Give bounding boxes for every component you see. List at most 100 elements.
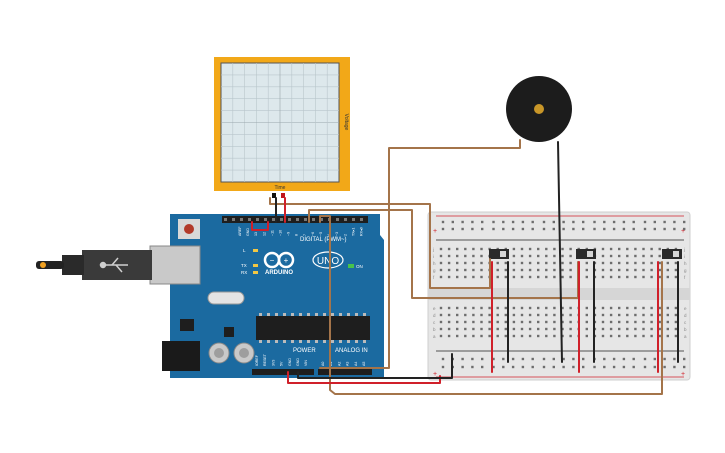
breadboard-hole[interactable] (480, 268, 483, 272)
breadboard-hole[interactable] (634, 313, 637, 317)
slide-switch-3[interactable] (662, 249, 682, 259)
breadboard-hole[interactable] (511, 365, 515, 369)
breadboard-hole[interactable] (537, 268, 540, 272)
breadboard-hole[interactable] (569, 275, 572, 279)
breadboard-hole[interactable] (471, 357, 474, 361)
breadboard-hole[interactable] (658, 327, 661, 331)
breadboard-hole[interactable] (447, 327, 451, 331)
breadboard-hole[interactable] (609, 254, 613, 258)
breadboard-hole[interactable] (593, 227, 596, 231)
breadboard-hole[interactable] (666, 268, 669, 272)
slide-switch-1[interactable] (489, 249, 509, 259)
breadboard-hole[interactable] (492, 227, 495, 231)
breadboard-hole[interactable] (488, 327, 491, 331)
breadboard-hole[interactable] (528, 334, 532, 338)
breadboard-hole[interactable] (658, 334, 661, 338)
breadboard-hole[interactable] (504, 320, 507, 324)
breadboard-hole[interactable] (569, 320, 572, 324)
breadboard-hole[interactable] (618, 254, 621, 258)
breadboard-hole[interactable] (481, 227, 484, 231)
breadboard-hole[interactable] (622, 357, 626, 361)
breadboard-hole[interactable] (683, 365, 686, 369)
breadboard-hole[interactable] (528, 320, 532, 324)
breadboard-hole[interactable] (643, 220, 647, 224)
breadboard-hole[interactable] (562, 365, 565, 369)
breadboard-hole[interactable] (612, 357, 616, 361)
breadboard-hole[interactable] (528, 254, 532, 258)
breadboard-hole[interactable] (464, 306, 467, 310)
breadboard-hole[interactable] (480, 334, 483, 338)
breadboard-hole[interactable] (502, 220, 505, 224)
breadboard-hole[interactable] (545, 334, 548, 338)
breadboard-hole[interactable] (593, 365, 596, 369)
breadboard-hole[interactable] (553, 334, 556, 338)
breadboard-hole[interactable] (562, 220, 565, 224)
breadboard-hole[interactable] (512, 320, 516, 324)
breadboard-hole[interactable] (612, 365, 616, 369)
breadboard-hole[interactable] (674, 306, 678, 310)
breadboard-hole[interactable] (634, 320, 637, 324)
breadboard-hole[interactable] (609, 275, 613, 279)
breadboard-hole[interactable] (601, 334, 605, 338)
breadboard-hole[interactable] (545, 261, 548, 265)
header-pin[interactable] (256, 218, 259, 221)
breadboard-hole[interactable] (572, 220, 575, 224)
header-pin[interactable] (352, 218, 355, 221)
breadboard-hole[interactable] (663, 220, 666, 224)
breadboard-hole[interactable] (481, 220, 484, 224)
breadboard-hole[interactable] (520, 334, 524, 338)
breadboard-hole[interactable] (612, 227, 616, 231)
breadboard-hole[interactable] (569, 261, 572, 265)
breadboard-hole[interactable] (504, 334, 507, 338)
breadboard-hole[interactable] (634, 306, 637, 310)
breadboard-hole[interactable] (569, 334, 572, 338)
breadboard-hole[interactable] (441, 357, 445, 361)
breadboard-hole[interactable] (537, 254, 540, 258)
breadboard-hole[interactable] (585, 334, 588, 338)
breadboard-hole[interactable] (492, 220, 495, 224)
breadboard-hole[interactable] (456, 261, 459, 265)
breadboard-hole[interactable] (537, 261, 540, 265)
breadboard-hole[interactable] (537, 313, 540, 317)
breadboard-hole[interactable] (480, 327, 483, 331)
breadboard-hole[interactable] (502, 227, 505, 231)
breadboard-hole[interactable] (537, 334, 540, 338)
breadboard-hole[interactable] (601, 247, 605, 251)
breadboard-hole[interactable] (545, 313, 548, 317)
breadboard-hole[interactable] (528, 313, 532, 317)
breadboard-hole[interactable] (601, 313, 605, 317)
breadboard-hole[interactable] (441, 227, 445, 231)
breadboard-hole[interactable] (658, 275, 661, 279)
breadboard-hole[interactable] (451, 227, 454, 231)
breadboard-hole[interactable] (585, 313, 588, 317)
breadboard-hole[interactable] (542, 227, 546, 231)
digital-header[interactable] (222, 216, 368, 223)
breadboard-hole[interactable] (601, 327, 605, 331)
breadboard-hole[interactable] (456, 334, 459, 338)
breadboard-hole[interactable] (456, 275, 459, 279)
breadboard-hole[interactable] (553, 268, 556, 272)
breadboard-hole[interactable] (472, 254, 475, 258)
breadboard-hole[interactable] (626, 327, 629, 331)
header-pin[interactable] (272, 218, 275, 221)
breadboard-hole[interactable] (456, 306, 459, 310)
breadboard-hole[interactable] (569, 306, 572, 310)
breadboard-hole[interactable] (456, 254, 459, 258)
breadboard-hole[interactable] (634, 334, 637, 338)
breadboard-hole[interactable] (666, 313, 669, 317)
breadboard-hole[interactable] (585, 268, 588, 272)
breadboard-hole[interactable] (618, 306, 621, 310)
breadboard-hole[interactable] (542, 220, 546, 224)
breadboard-hole[interactable] (504, 313, 507, 317)
header-pin[interactable] (248, 218, 251, 221)
breadboard-hole[interactable] (439, 275, 443, 279)
breadboard-hole[interactable] (632, 227, 635, 231)
breadboard-hole[interactable] (447, 261, 451, 265)
breadboard-hole[interactable] (653, 227, 656, 231)
breadboard-hole[interactable] (622, 365, 626, 369)
header-pin[interactable] (280, 218, 283, 221)
breadboard-hole[interactable] (456, 247, 459, 251)
breadboard-hole[interactable] (673, 227, 676, 231)
breadboard-hole[interactable] (520, 313, 524, 317)
